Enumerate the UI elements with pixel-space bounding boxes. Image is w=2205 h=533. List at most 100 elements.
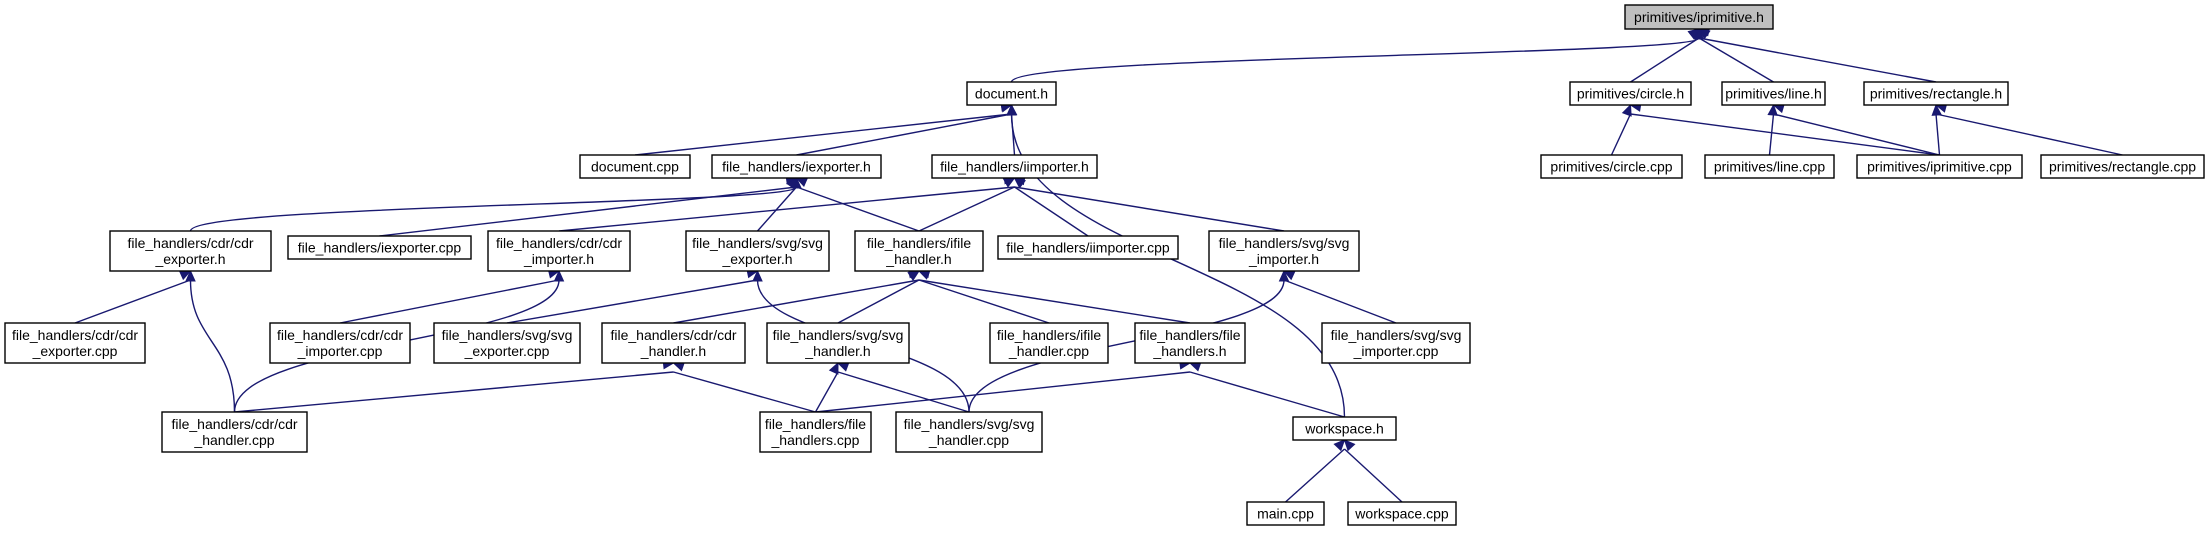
- node-svg-handler-cpp[interactable]: file_handlers/svg/svg_handler.cpp: [895, 411, 1043, 453]
- edge-cdr_handler_h-to-cdr_handler_cpp: [234, 371, 674, 413]
- node-box: [989, 322, 1109, 364]
- node-label: file_handlers/ifile: [997, 327, 1101, 343]
- node-box: [1721, 81, 1826, 106]
- node-main-cpp[interactable]: main.cpp: [1246, 501, 1325, 526]
- edge-svg_importer_h-to-svg_importer_cpp: [1283, 279, 1397, 324]
- node-file-handlers-cpp[interactable]: file_handlers/file_handlers.cpp: [759, 411, 872, 453]
- node-circle-cpp[interactable]: primitives/circle.cpp: [1540, 154, 1683, 179]
- node-cdr-handler-cpp[interactable]: file_handlers/cdr/cdr_handler.cpp: [161, 411, 308, 453]
- edge-circle_h-to-iprimitive_cpp: [1630, 113, 1940, 156]
- edge-document_h-to-iexporter_h: [796, 113, 1012, 156]
- node-rectangle-cpp[interactable]: primitives/rectangle.cpp: [2040, 154, 2205, 179]
- node-iimporter-h[interactable]: file_handlers/iimporter.h: [931, 154, 1098, 179]
- arrowhead-svg_importer_h: [1278, 269, 1290, 282]
- edge-iprimitive_h-to-circle_h: [1630, 37, 1700, 83]
- node-iprimitive-cpp[interactable]: primitives/iprimitive.cpp: [1856, 154, 2023, 179]
- node-iexporter-h[interactable]: file_handlers/iexporter.h: [711, 154, 882, 179]
- node-workspace-cpp[interactable]: workspace.cpp: [1347, 501, 1457, 526]
- node-label: _handler.h: [804, 343, 870, 359]
- edge-iimporter_h-to-svg_importer_h: [1014, 186, 1285, 232]
- edge-line_h-to-line_cpp: [1768, 113, 1775, 156]
- node-svg-importer-h[interactable]: file_handlers/svg/svg_importer.h: [1208, 230, 1360, 272]
- node-label: file_handlers/cdr/cdr: [610, 327, 736, 343]
- node-label: _importer.h: [1248, 251, 1319, 267]
- edge-iimporter_h-to-iimporter_cpp: [1014, 186, 1089, 237]
- edge-file_handlers_h-to-file_handlers_cpp: [815, 371, 1191, 413]
- node-label: file_handlers/cdr/cdr: [277, 327, 403, 343]
- node-iprimitive-h[interactable]: primitives/iprimitive.h: [1624, 4, 1774, 30]
- node-ifile-handler-cpp[interactable]: file_handlers/ifile_handler.cpp: [989, 322, 1109, 364]
- edge-ifile_handler_h-to-cdr_handler_h: [673, 279, 920, 324]
- node-line-cpp[interactable]: primitives/line.cpp: [1704, 154, 1835, 179]
- edge-cdr_exporter_h-to-cdr_handler_cpp: [189, 279, 236, 413]
- node-box: [433, 322, 581, 364]
- node-box: [601, 322, 746, 364]
- node-cdr-importer-h[interactable]: file_handlers/cdr/cdr_importer.h: [487, 230, 631, 272]
- edge-cdr_importer_h-to-cdr_importer_cpp: [339, 279, 560, 324]
- node-box: [1347, 501, 1457, 526]
- edge-rectangle_h-to-iprimitive_cpp: [1935, 113, 1941, 156]
- node-document-cpp[interactable]: document.cpp: [579, 154, 691, 179]
- node-svg-exporter-h[interactable]: file_handlers/svg/svg_exporter.h: [685, 230, 830, 272]
- node-circle-h[interactable]: primitives/circle.h: [1569, 81, 1692, 106]
- node-box: [759, 411, 872, 453]
- arrowhead-svg_exporter_h: [752, 269, 763, 282]
- node-svg-importer-cpp[interactable]: file_handlers/svg/svg_importer.cpp: [1321, 322, 1471, 364]
- node-box: [1569, 81, 1692, 106]
- node-label: primitives/rectangle.h: [1870, 86, 2002, 102]
- node-box: [161, 411, 308, 453]
- node-label: primitives/line.cpp: [1714, 159, 1825, 175]
- node-cdr-handler-h[interactable]: file_handlers/cdr/cdr_handler.h: [601, 322, 746, 364]
- node-ifile-handler-h[interactable]: file_handlers/ifile_handler.h: [854, 230, 984, 272]
- edge-iexporter_h-to-ifile_handler_h: [796, 186, 920, 232]
- edge-iprimitive_h-to-line_h: [1698, 37, 1774, 83]
- arrowhead-iimporter_h: [1002, 177, 1016, 188]
- node-label: file_handlers/cdr/cdr: [12, 327, 138, 343]
- node-rectangle-h[interactable]: primitives/rectangle.h: [1863, 81, 2009, 106]
- node-label: _handler.cpp: [1008, 343, 1089, 359]
- edge-rectangle_h-to-rectangle_cpp: [1935, 113, 2123, 156]
- arrowhead-line_h: [1767, 103, 1778, 116]
- node-label: document.h: [975, 86, 1048, 102]
- node-cdr-exporter-h[interactable]: file_handlers/cdr/cdr_exporter.h: [109, 230, 272, 272]
- node-box: [685, 230, 830, 272]
- node-document-h[interactable]: document.h: [966, 81, 1057, 106]
- node-line-h[interactable]: primitives/line.h: [1721, 81, 1826, 106]
- edge-workspace_h-to-main_cpp: [1285, 448, 1345, 503]
- edge-line_h-to-iprimitive_cpp: [1773, 113, 1940, 156]
- node-box: [1292, 416, 1397, 441]
- edge-iimporter_h-to-cdr_importer_h: [558, 186, 1015, 232]
- node-cdr-importer-cpp[interactable]: file_handlers/cdr/cdr_importer.cpp: [269, 322, 411, 364]
- node-svg-exporter-cpp[interactable]: file_handlers/svg/svg_exporter.cpp: [433, 322, 581, 364]
- node-iexporter-cpp[interactable]: file_handlers/iexporter.cpp: [287, 235, 472, 260]
- node-file-handlers-h[interactable]: file_handlers/file_handlers.h: [1134, 322, 1246, 364]
- arrowhead-document_h: [1006, 103, 1017, 116]
- edge-workspace_h-to-workspace_cpp: [1344, 448, 1403, 503]
- node-workspace-h[interactable]: workspace.h: [1292, 416, 1397, 441]
- node-iimporter-cpp[interactable]: file_handlers/iimporter.cpp: [997, 235, 1179, 260]
- edge-document_h-to-document_cpp: [634, 113, 1012, 156]
- node-box: [1856, 154, 2023, 179]
- edge-ifile_handler_h-to-svg_handler_h: [837, 279, 920, 324]
- node-box: [766, 322, 910, 364]
- nodes-layer: primitives/iprimitive.h document.h primiti…: [4, 4, 2205, 526]
- node-box: [269, 322, 411, 364]
- node-label: _exporter.h: [721, 251, 792, 267]
- arrowhead-ifile_handler_h: [907, 270, 921, 282]
- edge-ifile_handler_h-to-file_handlers_h: [918, 279, 1191, 324]
- node-label: file_handlers/cdr/cdr: [171, 416, 297, 432]
- node-label: primitives/circle.h: [1577, 86, 1684, 102]
- node-label: file_handlers/svg/svg: [1219, 235, 1350, 251]
- node-box: [1624, 4, 1774, 30]
- node-box: [1863, 81, 2009, 106]
- node-box: [579, 154, 691, 179]
- node-svg-handler-h[interactable]: file_handlers/svg/svg_handler.h: [766, 322, 910, 364]
- node-label: file_handlers/iimporter.cpp: [1006, 240, 1170, 256]
- edge-file_handlers_h-to-workspace_h: [1189, 371, 1345, 418]
- node-label: file_handlers/svg/svg: [904, 416, 1035, 432]
- node-label: primitives/iprimitive.h: [1634, 9, 1764, 25]
- arrowhead-rectangle_h: [1931, 103, 1942, 116]
- node-cdr-exporter-cpp[interactable]: file_handlers/cdr/cdr_exporter.cpp: [4, 322, 146, 364]
- edge-svg_handler_h-to-file_handlers_cpp: [814, 371, 839, 413]
